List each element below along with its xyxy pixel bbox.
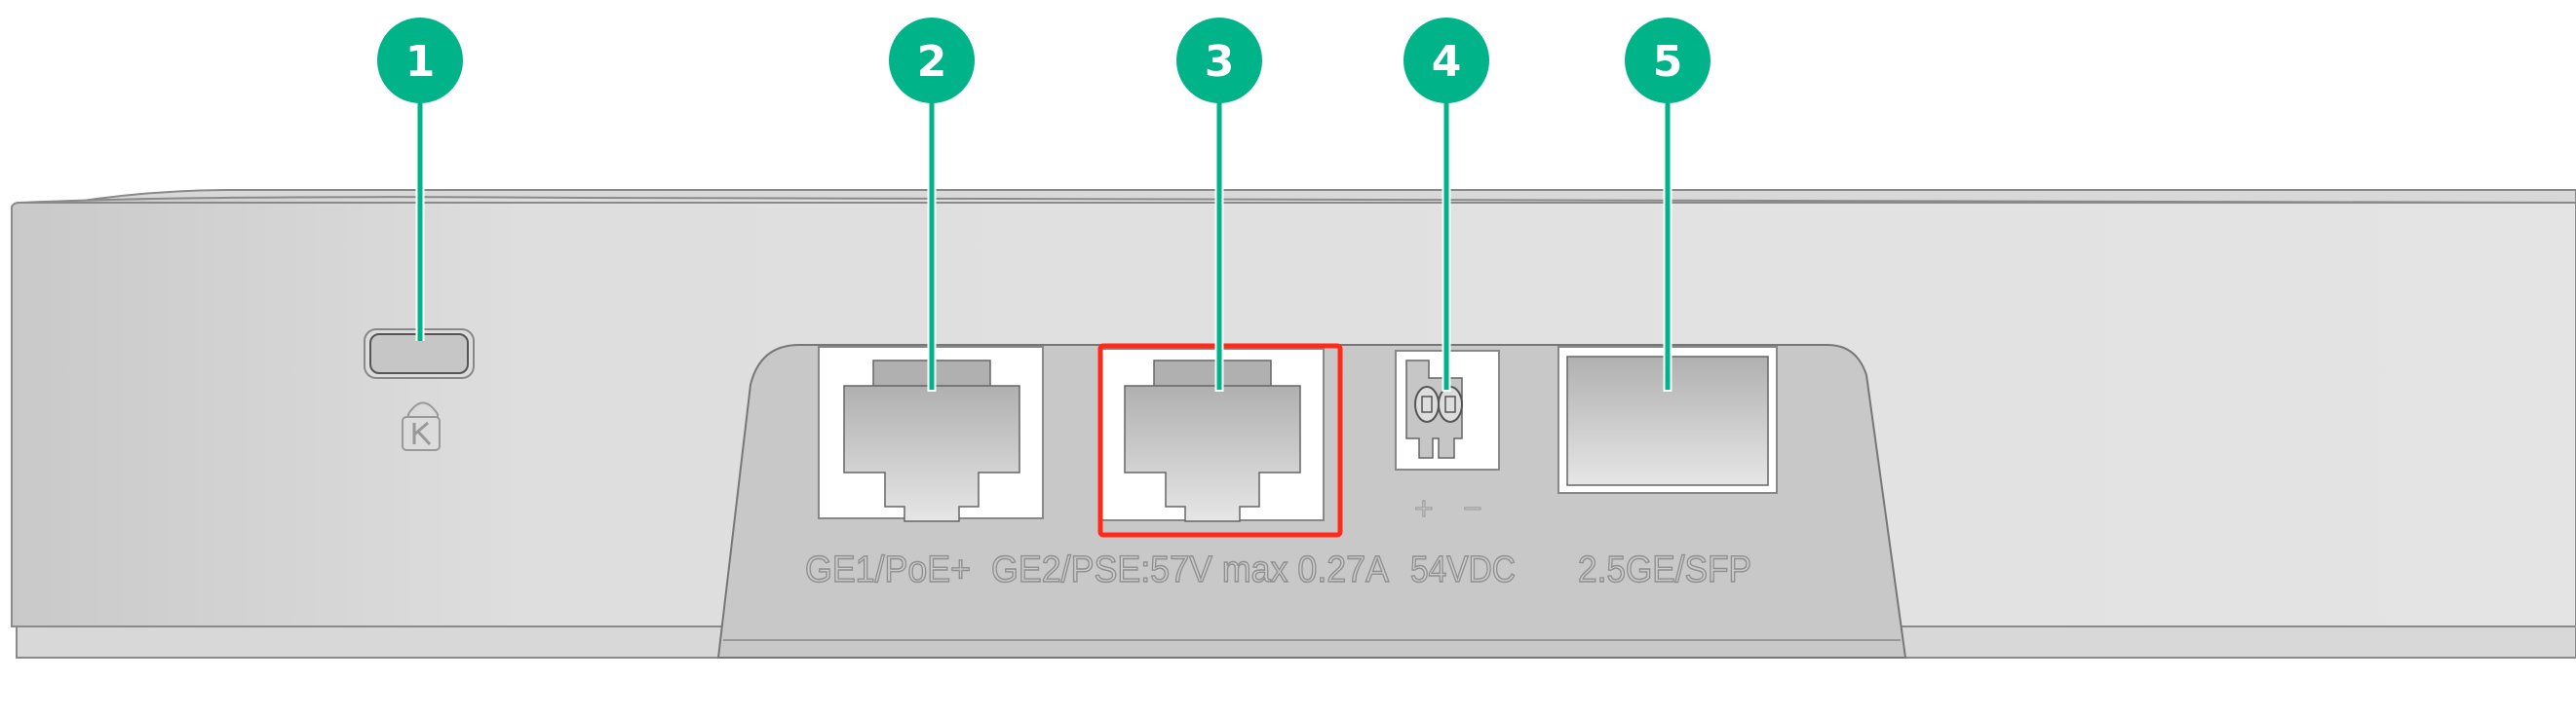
sfp-label: 2.5GE/SFP [1578, 549, 1751, 590]
ge2-pse-port [1098, 348, 1325, 522]
svg-text:3: 3 [1205, 37, 1235, 87]
svg-text:4: 4 [1432, 37, 1462, 87]
ge1-poe-port [818, 346, 1044, 522]
svg-text:1: 1 [405, 37, 436, 87]
security-lock-slot [364, 328, 475, 379]
ge1-label: GE1/PoE+ [805, 549, 971, 590]
callout-4: 4 [1403, 18, 1489, 392]
power-plus-label: + [1413, 494, 1435, 523]
callout-5: 5 [1625, 18, 1711, 392]
callout-2: 2 [889, 18, 975, 392]
callout-3: 3 [1176, 18, 1262, 392]
ge2-label: GE2/PSE:57V max 0.27A [991, 549, 1390, 590]
power-label: 54VDC [1410, 549, 1516, 590]
svg-text:5: 5 [1653, 37, 1683, 87]
kensington-lock-icon [402, 401, 441, 451]
svg-text:2: 2 [917, 37, 947, 87]
sfp-port [1557, 346, 1778, 494]
power-minus-label: − [1462, 494, 1483, 523]
callout-1: 1 [377, 18, 463, 341]
